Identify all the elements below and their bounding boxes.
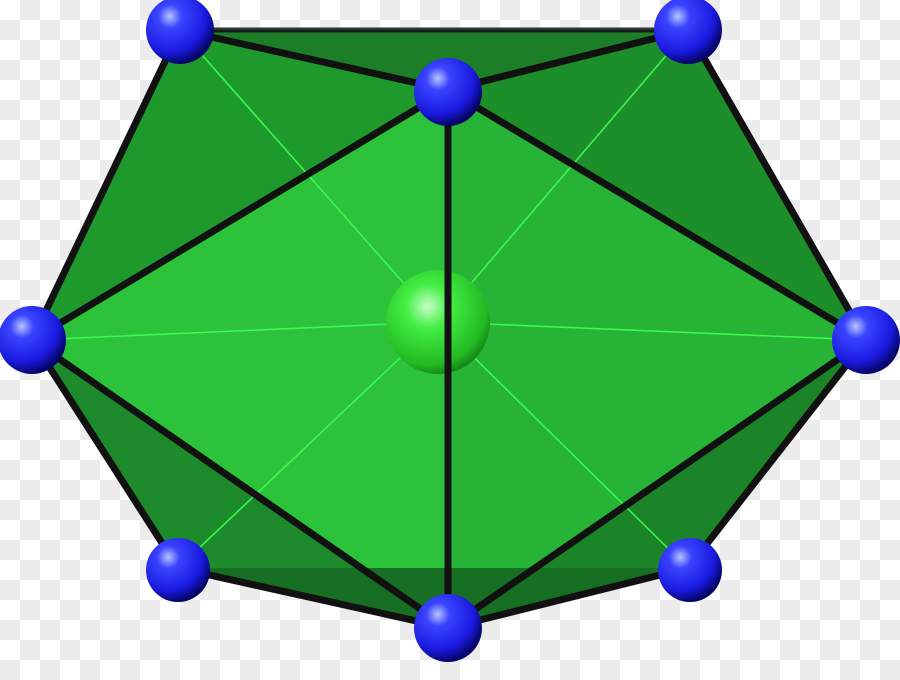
edge	[444, 86, 870, 344]
front-face	[448, 30, 866, 340]
edge	[176, 26, 452, 94]
inner-bond	[177, 321, 439, 569]
edge	[174, 564, 452, 632]
vertex-atom-icon	[832, 306, 900, 374]
front-face	[448, 90, 866, 628]
front-face	[32, 90, 448, 628]
vertex-atom-icon	[654, 0, 722, 64]
inner-bond	[437, 321, 689, 569]
vertex-atom-icon	[414, 58, 482, 126]
center-atom-icon	[386, 270, 490, 374]
vertex-atoms	[0, 0, 900, 662]
inner-bond	[437, 321, 867, 341]
edge	[684, 336, 870, 572]
edge	[28, 336, 182, 572]
edge	[444, 26, 692, 94]
vertex-atom-icon	[0, 306, 66, 374]
front-edges	[28, 26, 870, 632]
vertex-atom-icon	[414, 594, 482, 662]
edge	[28, 26, 184, 344]
vertex-atom-icon	[146, 538, 210, 602]
edge	[28, 336, 452, 632]
front-face	[32, 30, 448, 340]
edge	[444, 336, 870, 632]
front-face	[180, 30, 688, 90]
vertex-atom-icon	[146, 0, 214, 64]
edge	[444, 564, 692, 632]
inner-bond	[437, 29, 689, 323]
edge	[28, 86, 452, 344]
inner-bond	[31, 321, 439, 341]
vertex-atom-icon	[658, 538, 722, 602]
edge	[684, 26, 870, 344]
